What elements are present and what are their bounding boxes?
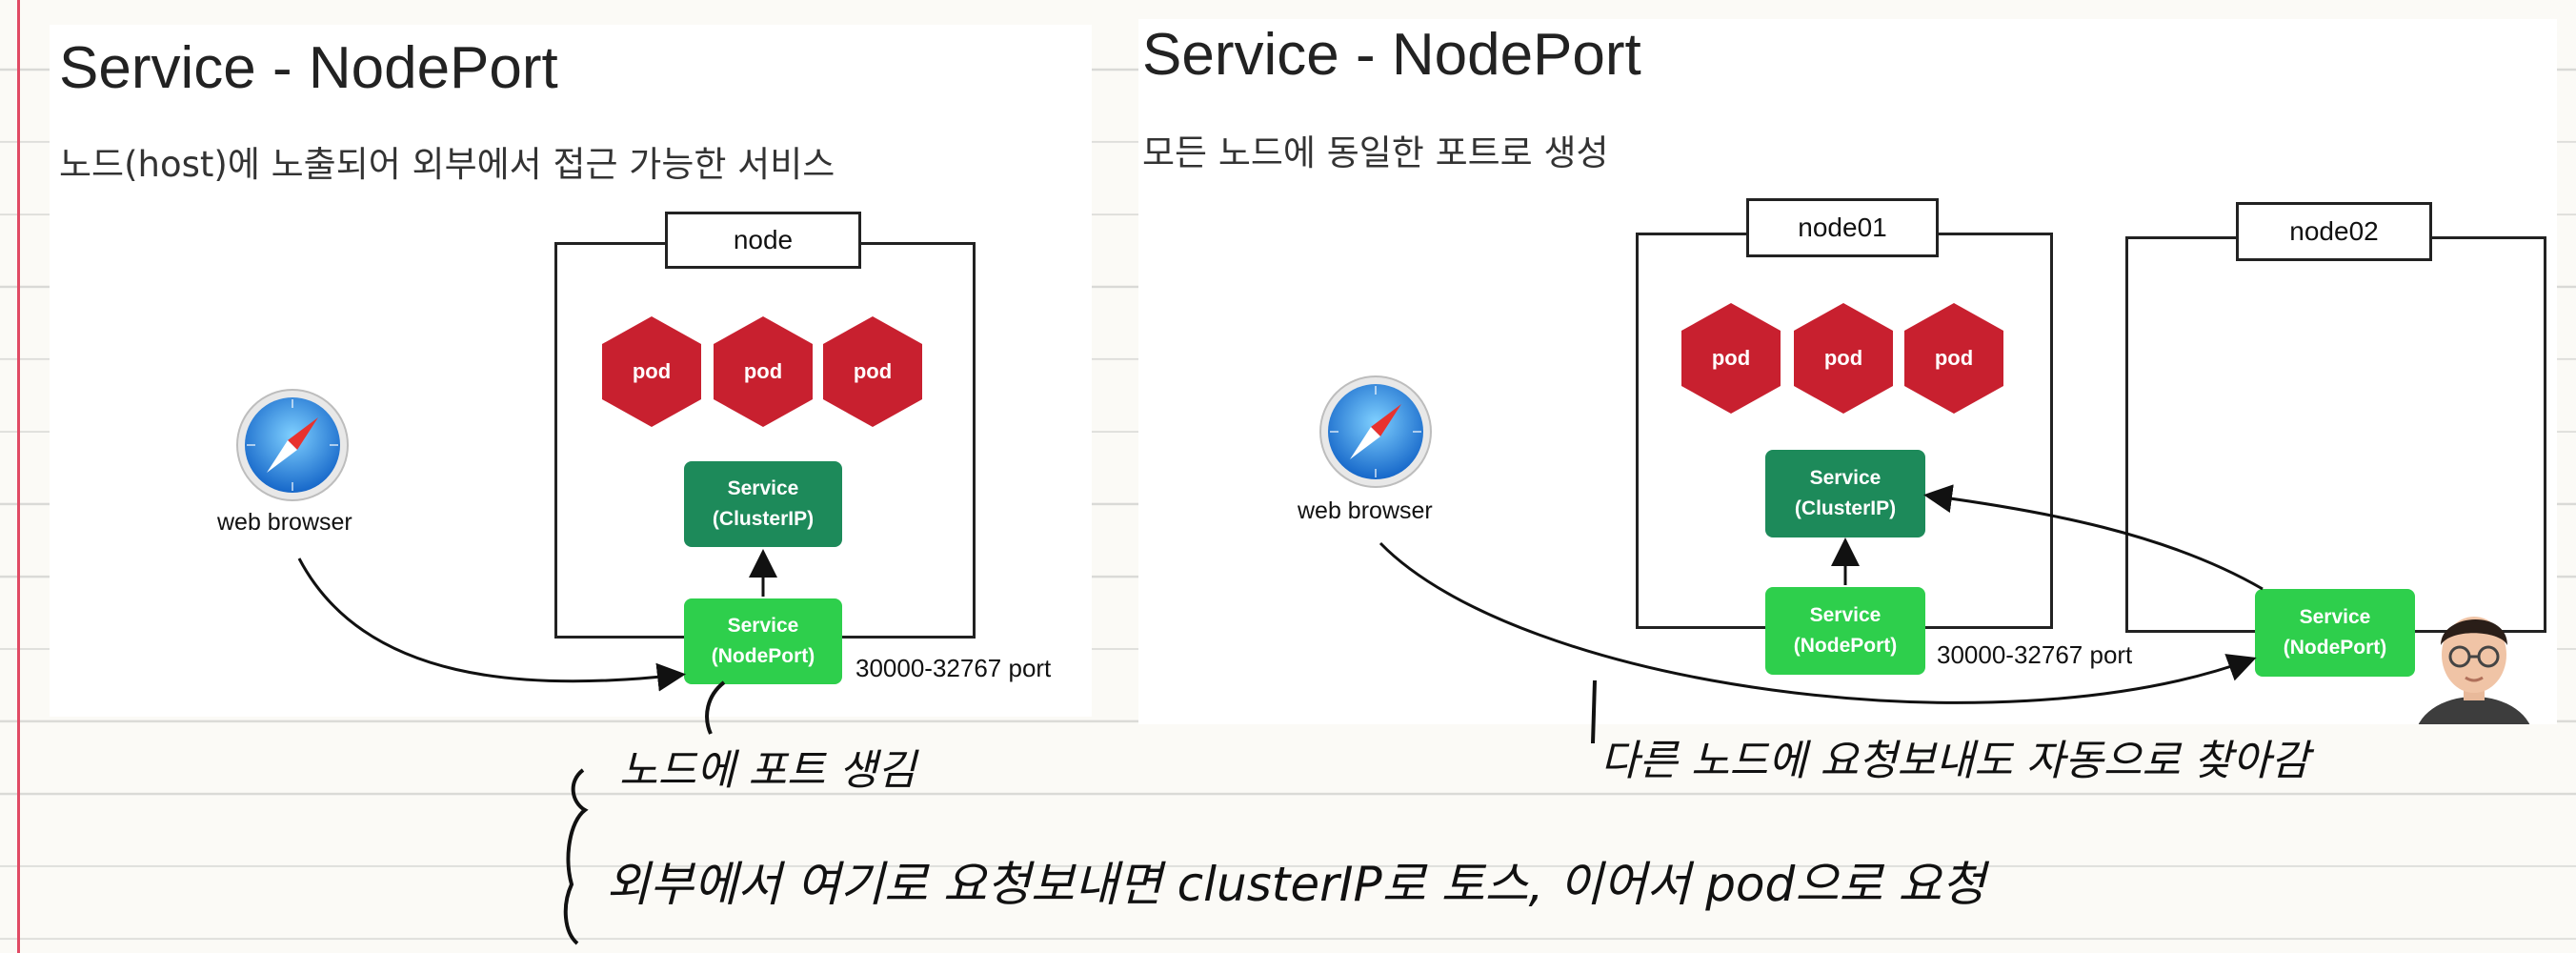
slide-left: Service - NodePort 노드(host)에 노출되어 외부에서 접…	[50, 25, 1092, 717]
service-nodeport: Service (NodePort)	[684, 598, 842, 684]
port-range-label: 30000-32767 port	[855, 654, 1052, 682]
slide-subtitle: 모든 노드에 동일한 포트로 생성	[1142, 132, 1609, 173]
arrow-node02-to-cluster	[1923, 484, 2264, 591]
node-label: node	[665, 212, 861, 269]
arrow-browser-to-nodeport	[297, 558, 686, 692]
pod: pod	[1681, 303, 1781, 414]
handwritten-note-3: 외부에서 여기로 요청보내면 clusterIP로 토스, 이어서 pod으로 …	[606, 857, 1986, 912]
pen-stroke	[1591, 679, 1597, 744]
service-nodeport-line2: (NodePort)	[2283, 637, 2387, 659]
left-arrows	[297, 549, 777, 692]
port-range-label: 30000-32767 port	[1937, 640, 2133, 669]
service-clusterip: Service (ClusterIP)	[684, 461, 842, 547]
service-nodeport-line1: Service	[727, 615, 799, 637]
service-clusterip-line1: Service	[1809, 467, 1882, 489]
pen-brace	[563, 768, 589, 945]
service-nodeport-line2: (NodePort)	[1793, 635, 1898, 657]
presenter-avatar	[2418, 617, 2530, 724]
node01-label: node01	[1746, 198, 1939, 257]
pod: pod	[1794, 303, 1893, 414]
handwritten-note-2: 다른 노드에 요청보내도 자동으로 찾아감	[1600, 737, 2310, 785]
service-clusterip-line2: (ClusterIP)	[1794, 497, 1897, 519]
slide-title: Service - NodePort	[59, 35, 558, 101]
web-browser-label: web browser	[1298, 497, 1433, 524]
arrow-browser-to-node02	[1379, 541, 2257, 704]
web-browser-label: web browser	[217, 509, 352, 536]
service-nodeport-line1: Service	[1809, 604, 1882, 626]
compass-icon	[236, 389, 349, 501]
service-nodeport-node01: Service (NodePort)	[1765, 587, 1925, 675]
service-nodeport-node02: Service (NodePort)	[2255, 589, 2415, 677]
slide-title: Service - NodePort	[1142, 22, 1641, 88]
service-clusterip: Service (ClusterIP)	[1765, 450, 1925, 537]
service-clusterip-line2: (ClusterIP)	[712, 508, 815, 530]
node02-label: node02	[2236, 202, 2432, 261]
margin-line	[17, 0, 20, 953]
right-arrows	[1379, 484, 2264, 704]
service-clusterip-line1: Service	[727, 477, 799, 499]
service-nodeport-line2: (NodePort)	[711, 645, 815, 667]
pen-stroke	[705, 680, 726, 735]
slide-subtitle: 노드(host)에 노출되어 외부에서 접근 가능한 서비스	[59, 144, 835, 185]
slide-right: Service - NodePort 모든 노드에 동일한 포트로 생성 nod…	[1138, 19, 2557, 724]
compass-icon	[1319, 375, 1432, 488]
service-nodeport-line1: Service	[2299, 606, 2371, 628]
handwritten-note-1: 노드에 포트 생김	[619, 746, 916, 795]
